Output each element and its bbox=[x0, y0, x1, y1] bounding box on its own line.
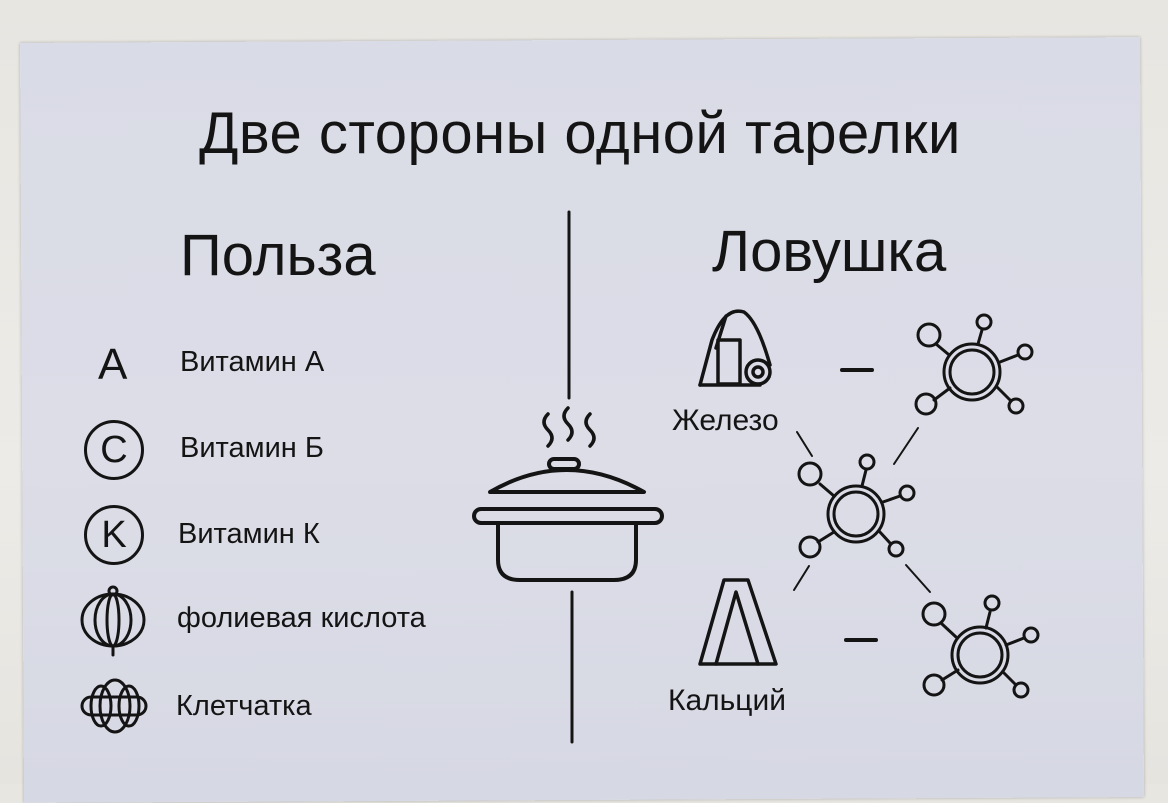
steam-icon bbox=[542, 406, 596, 448]
poster-graphics bbox=[80, 210, 1040, 744]
fiber-icon bbox=[80, 678, 148, 734]
pot-icon bbox=[472, 457, 664, 582]
vitamin-k-label: Витамин К bbox=[178, 518, 320, 550]
vitamin-c-icon: C bbox=[84, 420, 144, 480]
vitamin-b-label: Витамин Б bbox=[180, 432, 324, 464]
calcium-icon bbox=[698, 578, 778, 666]
fiber-label: Клетчатка bbox=[176, 690, 312, 722]
benefit-heading: Польза bbox=[180, 223, 376, 288]
iron-label: Железо bbox=[672, 404, 779, 437]
molecule-top-icon bbox=[914, 313, 1034, 416]
connector-lines bbox=[793, 427, 931, 593]
vitamin-a-label: Витамин А bbox=[180, 346, 325, 378]
vitamin-a-icon: A bbox=[98, 340, 128, 389]
folic-acid-icon bbox=[80, 585, 146, 657]
poster-title: Две стороны одной тарелки bbox=[199, 101, 961, 166]
molecule-center-icon bbox=[797, 453, 916, 559]
molecule-bottom-icon bbox=[921, 594, 1040, 699]
trap-heading: Ловушка bbox=[712, 219, 947, 284]
folic-acid-label: фолиевая кислота bbox=[177, 602, 426, 634]
iron-icon bbox=[698, 309, 772, 387]
vitamin-k-icon: K bbox=[84, 505, 144, 565]
calcium-label: Кальций bbox=[668, 684, 786, 717]
